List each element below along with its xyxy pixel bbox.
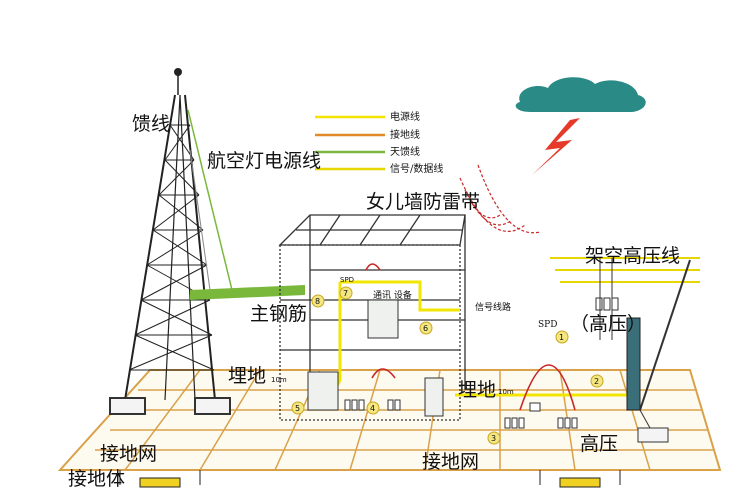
spd-marker-4: 4 [370,404,375,413]
main-rebar-label: 主钢筋 [250,303,307,325]
spd-marker-8: 8 [315,297,320,306]
parapet-lightning-belt-label: 女儿墙防雷带 [366,191,480,213]
spd-markers: 1 2 3 4 5 6 7 8 [291,286,604,445]
spd-marker-6: 6 [423,324,428,333]
spd-marker-2: 2 [594,377,599,386]
spd-marker-3: 3 [491,434,496,443]
radio-waves [459,164,541,234]
ground-grid [57,369,722,488]
overhead-hv-line-label: 架空高压线 [585,245,680,267]
ground-grid-right-label: 接地网 [422,451,479,473]
thundercloud [515,77,646,112]
hv-pole [550,257,700,443]
spd-small-label: SPD [340,276,354,284]
legend-antenna: 天馈线 [390,145,420,158]
ground-grid-left-label: 接地网 [100,443,157,465]
spd-label: SPD [538,320,557,330]
legend-signal: 信号/数据线 [390,162,443,175]
building-frame [278,214,466,421]
legend-ground: 接地线 [390,128,420,141]
arcs [365,263,576,411]
high-voltage-label: 高压 [580,433,618,455]
equipment [307,299,444,417]
spd-marker-5: 5 [295,404,300,413]
communication-tower [109,68,231,415]
lightning-bolt [532,118,580,175]
legend: 电源线 接地线 天馈线 信号/数据线 [315,110,443,175]
spd-marker-1: 1 [559,333,564,342]
comm-equipment-label: 通讯 设备 [373,289,412,301]
legend-power: 电源线 [390,110,420,123]
buried-left-label: 埋地 [228,365,266,387]
spd-boxes [344,297,619,429]
spd-hv-label: （高压） [570,313,646,335]
dist-10m-right: 10m [498,388,514,396]
dist-10m-left: 10m [271,376,287,384]
aviation-light-power-label: 航空灯电源线 [207,150,321,172]
feeder-label: 馈线 [132,113,170,135]
feeder-lines [187,109,305,300]
buried-right-label: 埋地 [458,379,496,401]
signal-line-path-label: 信号线路 [475,301,511,313]
spd-marker-7: 7 [343,289,348,298]
ground-body-label: 接地体 [68,468,125,490]
